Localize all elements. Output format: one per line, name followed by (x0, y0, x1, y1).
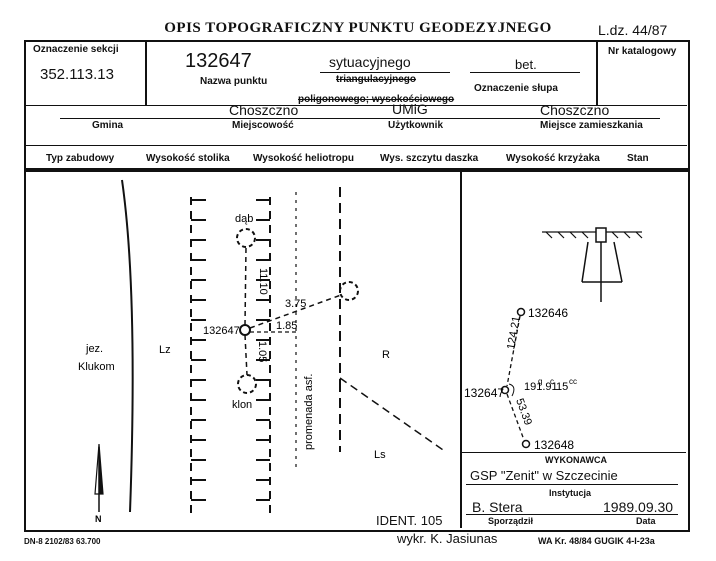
param-typ-zabudowy: Typ zabudowy (46, 153, 115, 164)
ls-label: Ls (374, 449, 386, 461)
lz-label: Lz (159, 344, 171, 356)
param-wys-daszka: Wys. szczytu daszka (380, 153, 479, 164)
zamieszk-label: Miejsce zamieszkania (540, 120, 643, 131)
underline (466, 514, 678, 515)
param-stan: Stan (627, 153, 649, 164)
measure-klon (244, 334, 248, 376)
traverse-line-1 (506, 315, 521, 387)
miejscowosc-label: Miejscowość (232, 120, 294, 131)
underline (466, 484, 678, 485)
side-sketch: 132646 132647 132648 124.21 53.39 191.91… (464, 227, 643, 452)
north-label: N (95, 514, 102, 524)
footer-right: WA Kr. 48/84 GUGIK 4-I-23a (538, 536, 655, 546)
side-dist-2-label: 53.39 (513, 397, 534, 427)
tree-ne-symbol (339, 281, 359, 301)
uzytkownik-label: Użytkownik (388, 120, 444, 131)
sporzadzil-value: B. Stera (472, 499, 523, 515)
dist-klon-label: 1.05 (256, 341, 268, 362)
side-angle-label: 191.91 (524, 381, 558, 393)
wykonawca-value: GSP "Zenit" w Szczecinie (470, 468, 618, 483)
side-point-2-label: 132647 (464, 386, 504, 400)
underline (470, 72, 580, 73)
side-angle-c-val: 15 (556, 381, 568, 393)
data-label: Data (636, 516, 656, 526)
dist-ne-label: 3.75 (285, 298, 306, 310)
side-point-3-label: 132648 (534, 438, 574, 452)
traverse-line-2 (506, 393, 525, 441)
fence-ticks-left (191, 199, 206, 501)
dist-e-label: 1.85 (276, 320, 297, 332)
oak-label: dąb (235, 213, 253, 225)
ldz-number: L.dz. 44/87 (598, 22, 668, 38)
angle-arc (508, 383, 515, 397)
point-132646-symbol (516, 307, 526, 317)
point-label: 132647 (203, 325, 240, 337)
sekcja-label: Oznaczenie sekcji (33, 44, 119, 55)
lake-label-2: Klukom (78, 361, 115, 373)
nazwa-label: Nazwa punktu (200, 76, 268, 87)
boundary-line (339, 377, 447, 453)
param-wys-heliotropu: Wysokość heliotropu (253, 153, 354, 164)
sketch-divider (460, 171, 462, 528)
pillar-diagram (581, 227, 623, 302)
divider (145, 41, 147, 106)
fence-ticks-right (256, 199, 270, 501)
sporzadzil-label: Sporządził (488, 516, 534, 526)
sekcja-value: 352.113.13 (40, 66, 114, 83)
instytucja-label: Instytucja (549, 488, 592, 498)
maple-label: klon (232, 399, 252, 411)
param-wys-stolika: Wysokość stolika (146, 153, 230, 164)
underline (60, 118, 660, 119)
footer-left: DN-8 2102/83 63.700 (24, 537, 101, 546)
lake-shore (121, 179, 134, 513)
gmina-label: Gmina (92, 120, 124, 131)
zamieszk-value: Choszczno (540, 102, 610, 118)
underline (320, 72, 450, 73)
north-arrow (94, 443, 104, 512)
slup-value: bet. (515, 57, 537, 72)
katalog-label: Nr katalogowy (608, 46, 677, 57)
r-label: R (382, 349, 390, 361)
point-number: 132647 (185, 50, 252, 72)
point-132648-symbol (521, 439, 531, 449)
data-value: 1989.09.30 (603, 499, 674, 515)
divider (25, 105, 687, 106)
executor-top-line (461, 452, 686, 453)
side-point-1-label: 132646 (528, 306, 568, 320)
divider (596, 41, 598, 106)
slup-label: Oznaczenie słupa (474, 83, 558, 94)
typ-triang: triangulacyjnego (336, 74, 417, 85)
typ-sytuacyjny: sytuacyjnego (329, 54, 411, 70)
location-sketch: jez. Klukom Lz R Ls promenada asf. dąb k… (78, 179, 447, 524)
side-angle-c: c (550, 377, 554, 386)
document-title: OPIS TOPOGRAFICZNY PUNKTU GEODEZYJNEGO (164, 20, 552, 36)
side-angle-g: g (538, 377, 542, 386)
point-132647-symbol (500, 385, 510, 395)
maple-tree-symbol (237, 374, 257, 394)
footer-middle: wykr. K. Jasiunas (397, 531, 498, 546)
side-dist-1-label: 124.21 (505, 315, 523, 350)
divider (25, 145, 687, 146)
side-angle-cc: cc (569, 377, 577, 386)
dist-dab-label: 11.10 (257, 268, 269, 295)
oak-tree-symbol (236, 228, 256, 248)
param-wys-krzyzaka: Wysokość krzyżaka (506, 153, 600, 164)
wykonawca-label: WYKONAWCA (545, 455, 607, 465)
gmina-value: Choszczno (229, 102, 299, 118)
sketch-frame (24, 170, 690, 532)
measure-dab (244, 246, 247, 326)
typ-poligon: poligonowego; wysokościowego (298, 94, 455, 105)
measure-ne (249, 294, 342, 329)
lake-label: jez. (85, 343, 103, 355)
ground-line (542, 231, 643, 239)
uzytkownik-value: UMiG (392, 101, 428, 117)
promenade-label: promenada asf. (303, 374, 315, 450)
point-symbol (239, 324, 251, 336)
ident-label: IDENT. 105 (376, 513, 443, 528)
